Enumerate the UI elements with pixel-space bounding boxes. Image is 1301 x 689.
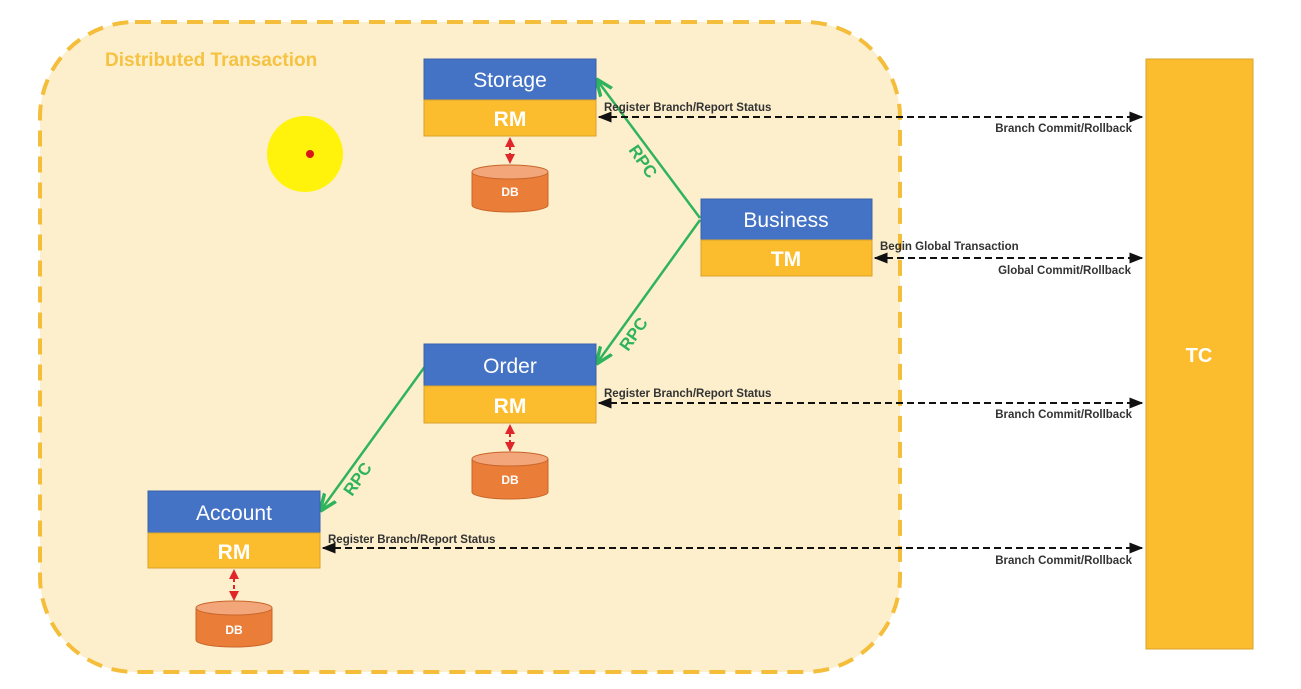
register-branch-label: Register Branch/Report Status [604, 102, 771, 114]
cursor-highlight [267, 116, 343, 192]
service-business[interactable]: Business TM [700, 198, 873, 277]
role-box [147, 532, 321, 569]
service-name: Order [483, 355, 537, 378]
role-box [423, 99, 597, 137]
cursor-dot-icon [306, 150, 314, 158]
service-order[interactable]: Order RM DB [423, 343, 597, 500]
global-commit-label: Global Commit/Rollback [998, 265, 1132, 277]
region-title: Distributed Transaction [105, 50, 317, 71]
tc-link-business: Begin Global Transaction Global Commit/R… [873, 241, 1144, 277]
branch-commit-label: Branch Commit/Rollback [995, 555, 1132, 567]
role-label: RM [218, 541, 251, 564]
service-name: Business [743, 209, 828, 232]
service-account[interactable]: Account RM DB [147, 490, 321, 648]
transaction-coordinator[interactable]: TC [1145, 58, 1254, 650]
service-storage[interactable]: Storage RM DB [423, 58, 597, 213]
role-label: RM [494, 395, 527, 418]
db-label: DB [501, 185, 519, 199]
db-label: DB [225, 623, 243, 637]
service-name-box [147, 490, 321, 534]
branch-commit-label: Branch Commit/Rollback [995, 409, 1132, 421]
cursor-halo-icon [267, 116, 343, 192]
database-icon [471, 164, 549, 213]
service-name: Account [196, 502, 272, 525]
service-name: Storage [473, 69, 547, 92]
database-icon [195, 600, 273, 648]
begin-global-transaction-label: Begin Global Transaction [880, 241, 1019, 253]
tc-link-account: Register Branch/Report Status Branch Com… [321, 534, 1144, 567]
tc-box [1145, 58, 1254, 650]
register-branch-label: Register Branch/Report Status [604, 388, 771, 400]
tc-label: TC [1186, 345, 1213, 367]
database-icon [471, 451, 549, 500]
tc-link-storage: Register Branch/Report Status Branch Com… [597, 102, 1144, 135]
service-name-box [700, 198, 873, 241]
role-box [700, 239, 873, 277]
db-label: DB [501, 473, 519, 487]
service-name-box [423, 58, 597, 101]
role-label: TM [771, 248, 801, 271]
role-box [423, 385, 597, 424]
branch-commit-label: Branch Commit/Rollback [995, 123, 1132, 135]
tc-link-order: Register Branch/Report Status Branch Com… [597, 388, 1144, 421]
role-label: RM [494, 108, 527, 131]
register-branch-label: Register Branch/Report Status [328, 534, 495, 546]
